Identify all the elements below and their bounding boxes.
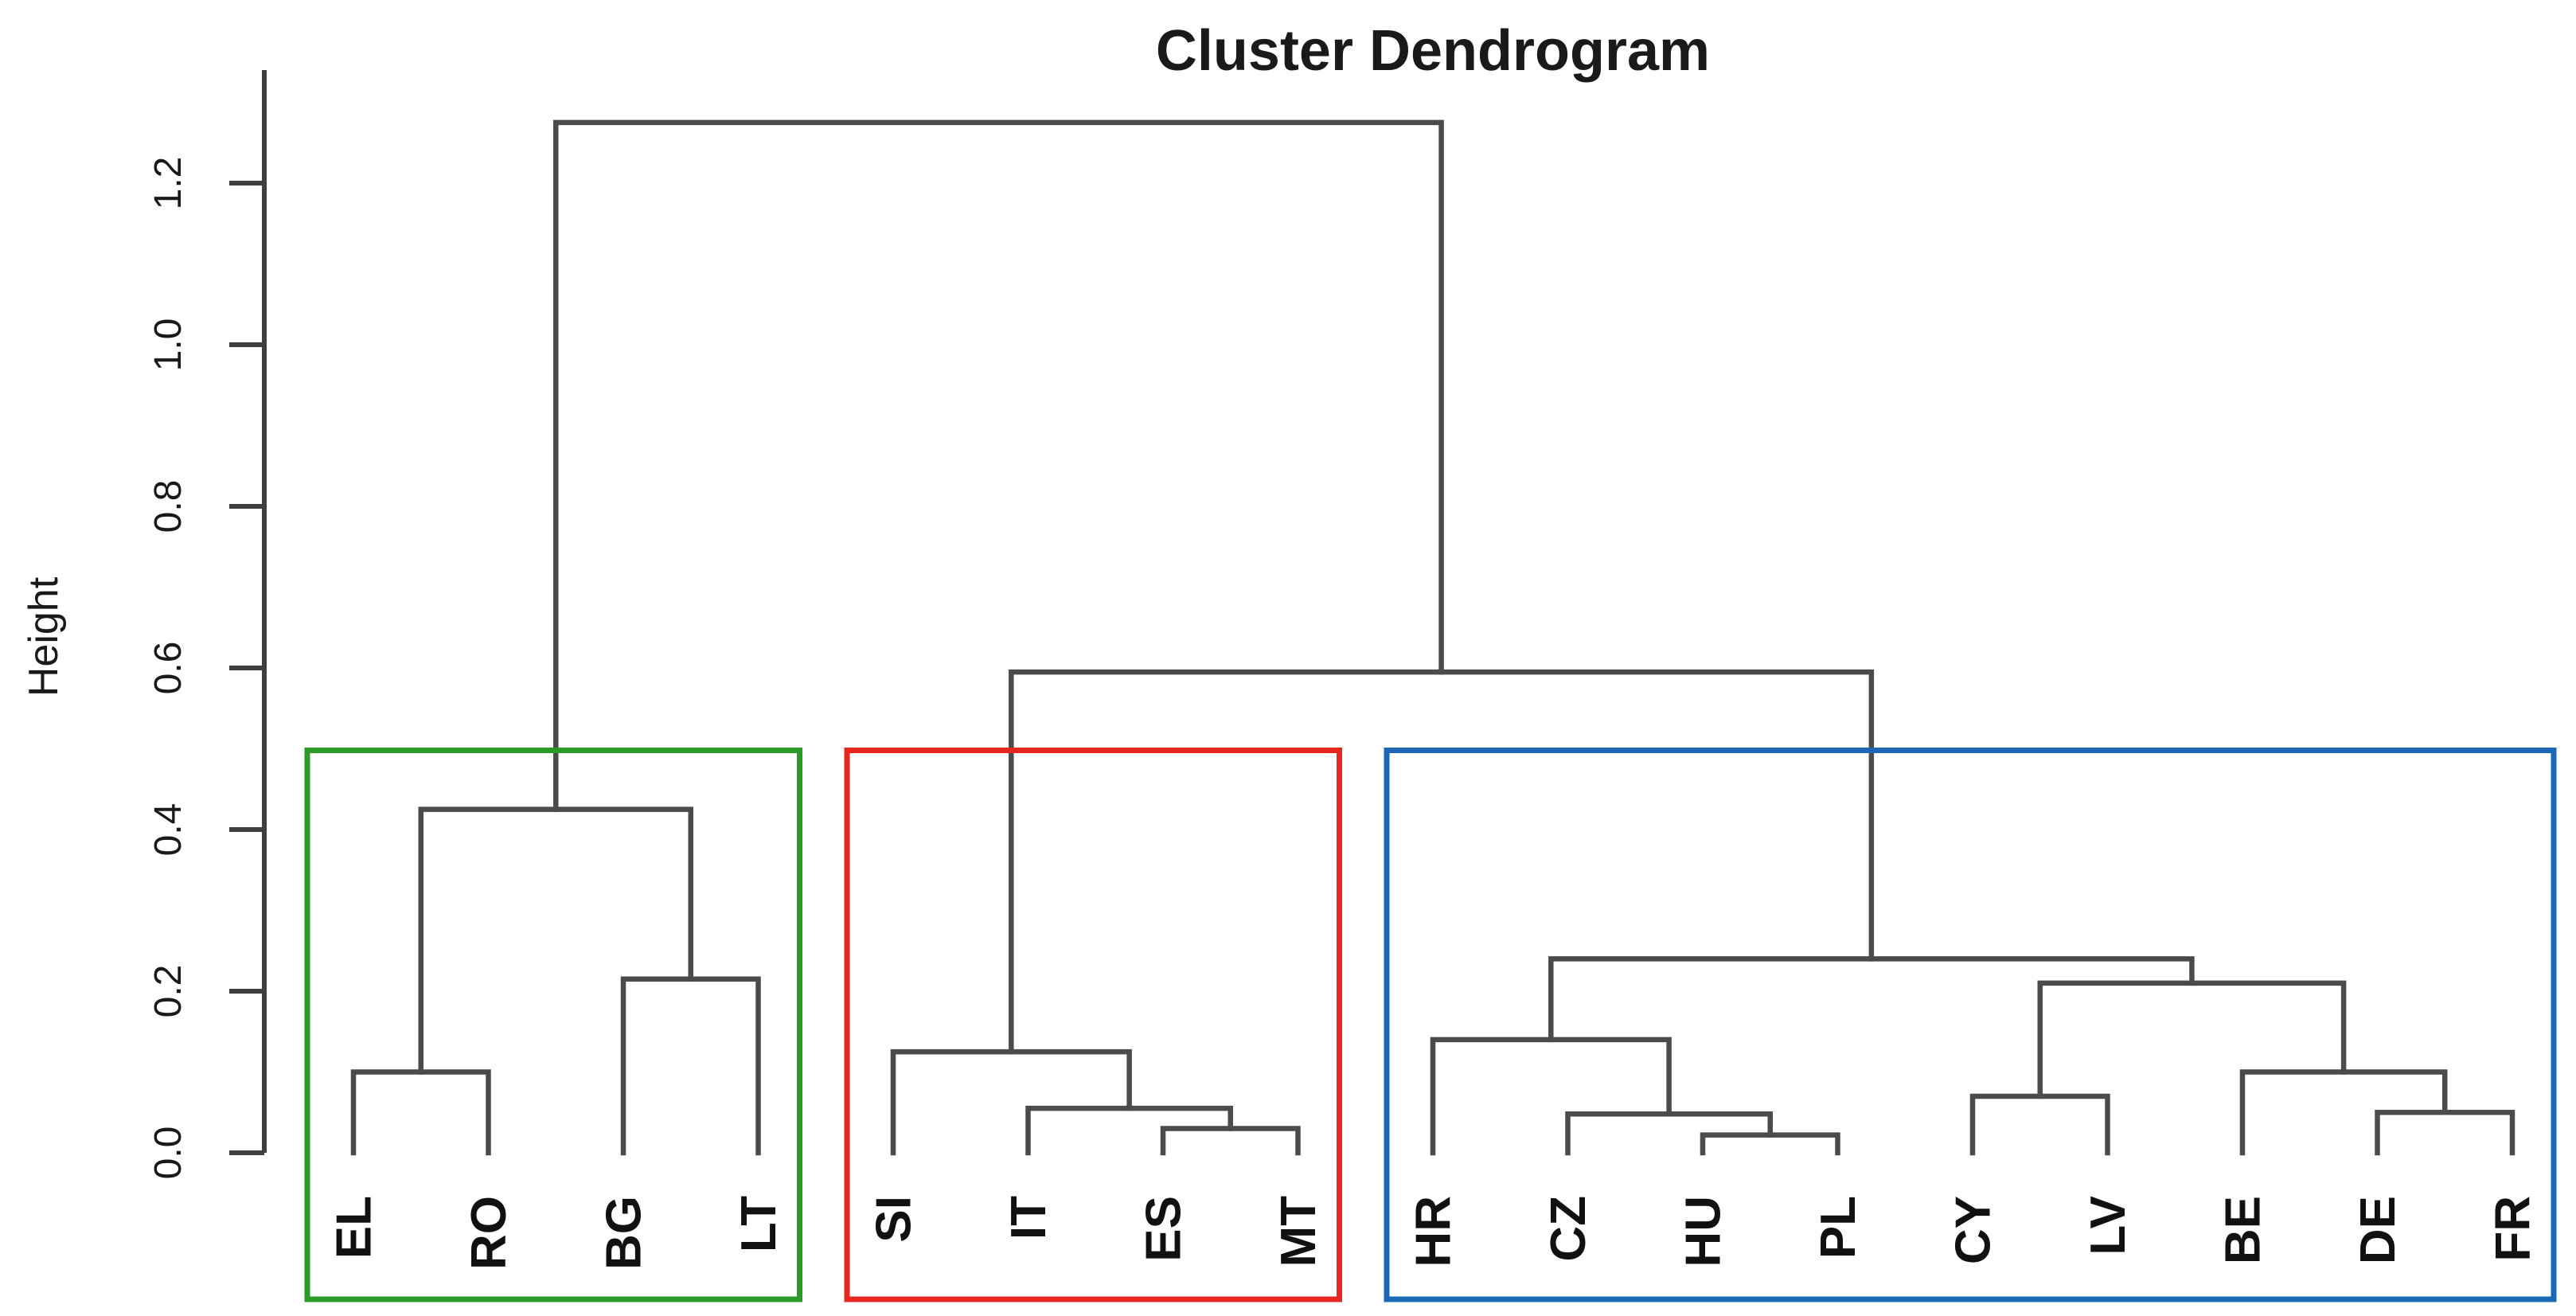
- merge-link: [2375, 1110, 2516, 1156]
- y-tick-label-0.4: 0.4: [147, 803, 189, 857]
- leaf-label-HU: HU: [1676, 1196, 1731, 1267]
- cluster-box-cluster-2: [844, 748, 1342, 1302]
- leaf-label-MT: MT: [1271, 1196, 1326, 1267]
- merge-link: [1160, 1126, 1301, 1156]
- merge-link: [1700, 1132, 1840, 1156]
- leaf-label-RO: RO: [462, 1196, 517, 1270]
- merge-link: [2239, 1069, 2448, 1156]
- merge-link: [1025, 1105, 1233, 1156]
- dendrogram-links: [350, 119, 2516, 1156]
- y-tick-label-1.2: 1.2: [147, 157, 189, 210]
- y-axis-label: Height: [21, 576, 67, 697]
- leaf-label-ES: ES: [1137, 1196, 1192, 1262]
- merge-link: [350, 1069, 491, 1156]
- leaf-label-EL: EL: [327, 1196, 382, 1259]
- leaf-labels: EL RO BG LT SI IT ES MT HR CZ HU PL CY LV BE DE FR: [327, 1196, 2541, 1270]
- merge-link: [620, 976, 761, 1156]
- cluster-box-cluster-3: [1384, 748, 2557, 1302]
- leaf-label-DE: DE: [2351, 1196, 2406, 1264]
- y-tick-label-0.2: 0.2: [147, 965, 189, 1018]
- merge-link: [1430, 1037, 1672, 1156]
- cluster-boxes: [304, 748, 2557, 1302]
- merge-link: [1548, 956, 2195, 1043]
- y-tick-label-1.0: 1.0: [147, 318, 189, 372]
- merge-link: [890, 1049, 1132, 1156]
- leaf-label-HR: HR: [1407, 1196, 1462, 1267]
- merge-link: [1009, 669, 1875, 1055]
- leaf-label-BG: BG: [597, 1196, 652, 1270]
- leaf-label-LV: LV: [2081, 1196, 2136, 1255]
- merge-link: [1565, 1111, 1773, 1156]
- merge-link: [553, 119, 1444, 812]
- y-axis-ticks: 0.0 0.2 0.4 0.6 0.8 1.0 1.2: [147, 157, 264, 1180]
- chart-title: Cluster Dendrogram: [1156, 19, 1710, 83]
- leaf-label-PL: PL: [1811, 1196, 1866, 1259]
- leaf-label-CZ: CZ: [1541, 1196, 1596, 1262]
- y-tick-label-0.8: 0.8: [147, 480, 189, 533]
- merge-link: [1969, 1093, 2110, 1156]
- y-tick-label-0.6: 0.6: [147, 642, 189, 695]
- leaf-label-FR: FR: [2486, 1196, 2541, 1262]
- leaf-label-CY: CY: [1946, 1196, 2001, 1264]
- y-tick-label-0.0: 0.0: [147, 1127, 189, 1180]
- merge-link: [418, 806, 693, 1075]
- leaf-label-BE: BE: [2216, 1196, 2271, 1264]
- cluster-box-cluster-1: [304, 748, 802, 1302]
- leaf-label-SI: SI: [867, 1196, 922, 1243]
- leaf-label-IT: IT: [1001, 1196, 1056, 1240]
- leaf-label-LT: LT: [732, 1196, 786, 1252]
- merge-link: [2037, 980, 2347, 1099]
